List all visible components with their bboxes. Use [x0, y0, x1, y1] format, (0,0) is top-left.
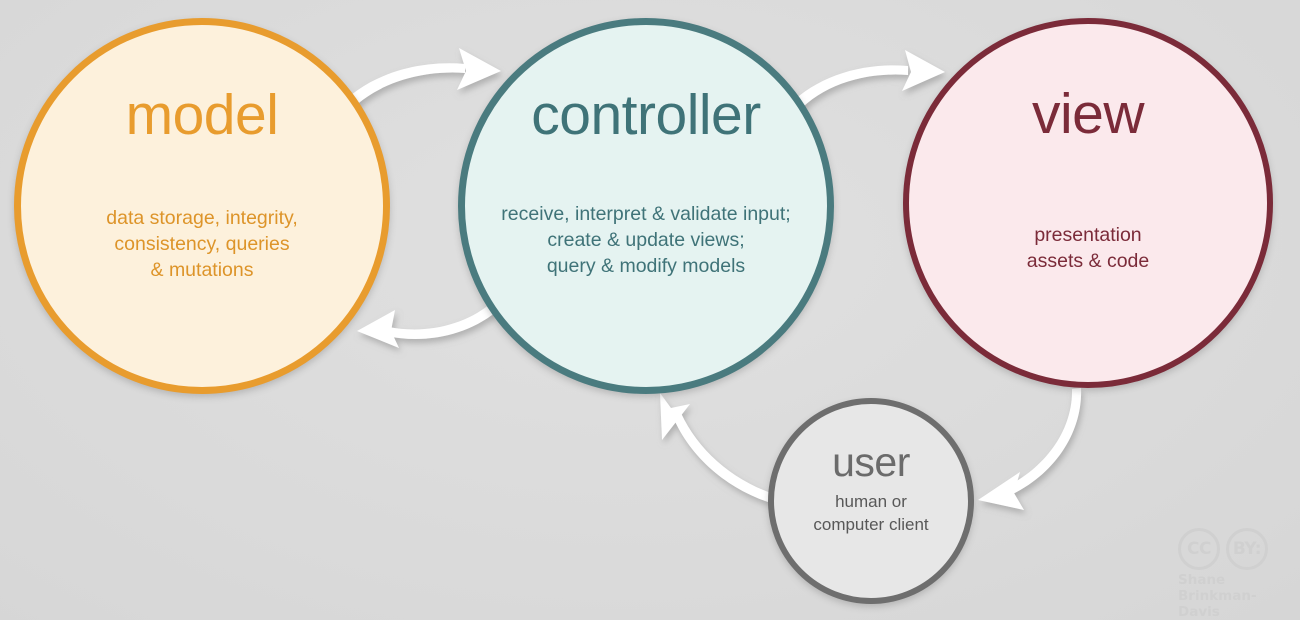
node-model[interactable]: model data storage, integrity, consisten…: [14, 18, 390, 394]
node-view[interactable]: view presentation assets & code: [903, 18, 1273, 388]
node-controller[interactable]: controller receive, interpret & validate…: [458, 18, 834, 394]
arrow-controller-to-view: [790, 50, 945, 112]
cc-license-marks: CC BY:: [1178, 528, 1290, 570]
arrow-controller-to-model: [357, 304, 496, 348]
attribution-author: Shane Brinkman-Davis: [1178, 572, 1257, 620]
cc-by-icon: BY:: [1226, 528, 1268, 570]
node-model-description: data storage, integrity, consistency, qu…: [106, 207, 298, 281]
node-user-description: human or computer client: [813, 492, 929, 534]
node-controller-title: controller: [531, 83, 761, 147]
node-user-title: user: [832, 439, 910, 485]
node-user[interactable]: user human or computer client: [768, 398, 974, 604]
cc-logo-icon: CC: [1178, 528, 1220, 570]
arrow-user-to-controller: [660, 393, 774, 503]
node-view-description: presentation assets & code: [1026, 224, 1150, 272]
arrow-model-to-controller: [341, 48, 501, 112]
node-controller-description: receive, interpret & validate input; cre…: [501, 203, 791, 277]
creative-commons-attribution[interactable]: CC BY: Shane Brinkman-Davis: [1178, 528, 1290, 620]
node-model-title: model: [125, 83, 279, 147]
arrow-view-to-user: [978, 388, 1082, 510]
node-view-title: view: [1031, 82, 1145, 146]
